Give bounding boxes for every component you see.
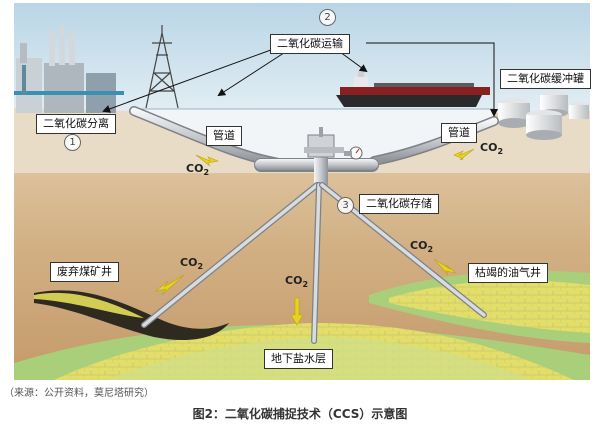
arrow-oil — [433, 258, 457, 276]
source-note: （来源：公开资料，莫尼塔研究） — [4, 388, 154, 399]
co2-label-aquifer: CO2 — [285, 274, 309, 289]
co2-sub: 2 — [302, 280, 309, 289]
label-saline-aquifer: 地下盐水层 — [264, 349, 333, 369]
co2-sub: 2 — [197, 262, 204, 271]
label-separation: 二氧化碳分离 — [36, 114, 116, 134]
co2-base: CO — [180, 256, 198, 269]
co2-sub: 2 — [427, 245, 434, 254]
label-buffer-tank: 二氧化碳缓冲罐 — [500, 69, 591, 89]
co2-base: CO — [186, 162, 204, 175]
coal-seam — [34, 290, 229, 341]
figure-caption: 图2：二氧化碳捕捉技术（CCS）示意图 — [192, 407, 408, 421]
arrow-pipeline-right — [453, 148, 475, 161]
wellhead — [304, 127, 363, 160]
co2-label-pipeline-left: CO2 — [186, 162, 210, 177]
arrow-aquifer — [290, 297, 304, 326]
co2-flow-arrows — [155, 148, 475, 326]
co2-sub: 2 — [203, 168, 210, 177]
co2-base: CO — [480, 141, 498, 154]
co2-label-coal: CO2 — [180, 256, 204, 271]
co2-base: CO — [410, 239, 428, 252]
label-abandoned-mine: 废弃煤矿井 — [50, 262, 119, 282]
leader-lines — [102, 42, 498, 117]
label-storage: 二氧化碳存储 — [359, 194, 439, 214]
step-1-badge: 1 — [64, 134, 81, 151]
label-pipeline-left: 管道 — [206, 126, 242, 146]
oil-well-strata — [369, 270, 590, 343]
label-transport: 二氧化碳运输 — [270, 34, 350, 54]
co2-base: CO — [285, 274, 303, 287]
co2-sub: 2 — [497, 147, 504, 156]
step-2-badge: 2 — [319, 9, 336, 26]
label-depleted-oil-well: 枯竭的油气井 — [468, 263, 548, 283]
buffer-tanks — [498, 91, 589, 140]
ccs-diagram: 二氧化碳运输 二氧化碳分离 二氧化碳缓冲罐 管道 管道 二氧化碳存储 废弃煤矿井… — [14, 3, 591, 380]
arrow-pipeline-left — [195, 154, 220, 167]
ship — [336, 71, 490, 107]
co2-label-oil: CO2 — [410, 239, 434, 254]
co2-label-pipeline-right: CO2 — [480, 141, 504, 156]
label-pipeline-right: 管道 — [441, 123, 477, 143]
arrow-coal — [155, 274, 185, 296]
factory — [14, 25, 124, 113]
step-3-badge: 3 — [337, 197, 354, 214]
scene-illustration — [14, 3, 590, 380]
power-tower — [145, 25, 179, 109]
